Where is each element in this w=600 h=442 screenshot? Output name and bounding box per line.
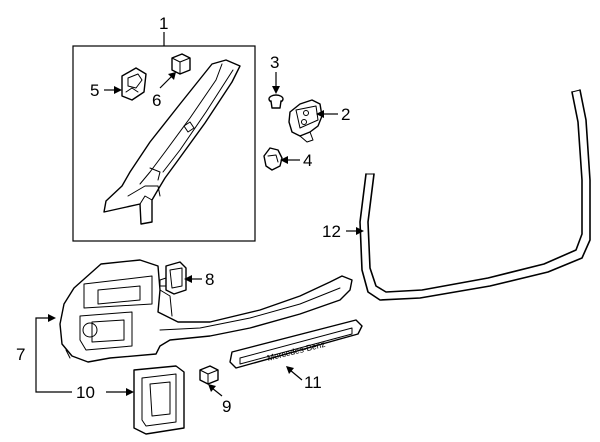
callout-10: 10 xyxy=(76,383,95,402)
part-door-seal xyxy=(359,89,591,301)
leader-7 xyxy=(35,317,72,393)
arrow-6 xyxy=(168,72,176,80)
callout-11: 11 xyxy=(304,373,322,392)
part-clip-5 xyxy=(121,67,147,101)
arrow-5 xyxy=(114,86,122,94)
arrow-8 xyxy=(184,275,192,283)
arrow-9 xyxy=(208,384,216,392)
part-lower-trim-panel xyxy=(59,259,353,363)
part-a-pillar-trim xyxy=(103,59,241,225)
part-cover-panel xyxy=(133,365,185,435)
leader-lines xyxy=(35,32,364,397)
callout-4: 4 xyxy=(303,151,312,170)
part-clip-8 xyxy=(159,261,187,295)
arrow-10 xyxy=(126,388,134,396)
callout-8: 8 xyxy=(205,270,214,289)
arrow-4 xyxy=(280,156,288,164)
callout-12: 12 xyxy=(322,222,341,241)
callout-6: 6 xyxy=(152,91,161,110)
leader-6 xyxy=(159,75,173,89)
leader-9 xyxy=(211,387,223,397)
callout-5: 5 xyxy=(90,81,99,100)
arrow-12 xyxy=(356,227,364,235)
part-push-clip xyxy=(268,94,284,109)
part-bracket xyxy=(288,99,323,143)
callout-2: 2 xyxy=(341,105,350,124)
callout-7: 7 xyxy=(16,345,25,364)
part-clip-6 xyxy=(171,53,191,75)
callout-labels: 1 2 3 4 5 6 7 8 9 10 11 12 xyxy=(16,14,350,416)
arrow-7 xyxy=(48,314,56,322)
callout-9: 9 xyxy=(222,397,231,416)
part-clip-9 xyxy=(199,365,219,385)
part-retainer-clip xyxy=(263,147,283,171)
arrow-3 xyxy=(272,86,280,94)
arrow-11 xyxy=(286,366,294,374)
callout-3: 3 xyxy=(270,53,279,72)
callout-1: 1 xyxy=(159,14,168,33)
part-sill-plate: Mercedes-Benz xyxy=(229,319,363,369)
leader-11 xyxy=(289,369,303,381)
arrow-2 xyxy=(316,110,324,118)
